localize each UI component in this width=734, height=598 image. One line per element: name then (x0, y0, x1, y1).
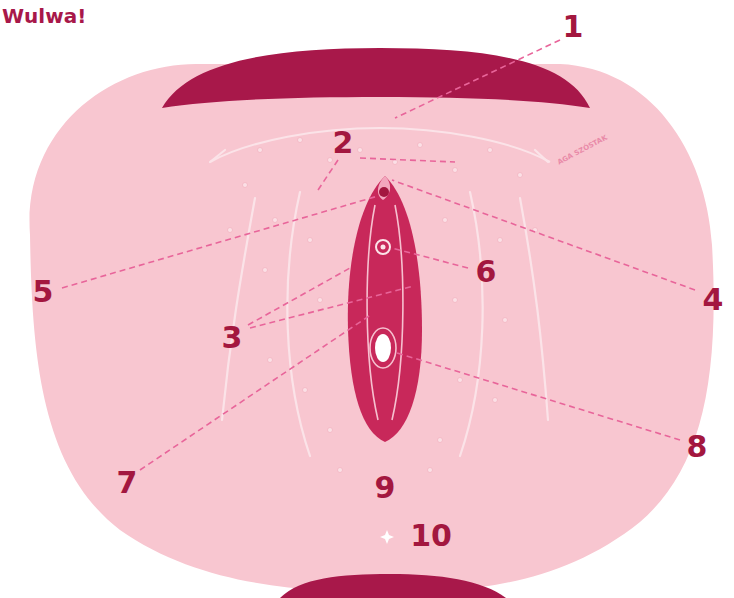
leader-line (250, 286, 414, 328)
urethral-opening (376, 240, 390, 254)
dot (303, 388, 308, 393)
dot (328, 158, 333, 163)
callout-number: 7 (117, 468, 138, 498)
callout-number: 5 (33, 277, 54, 307)
dot (493, 398, 498, 403)
dot (228, 228, 233, 233)
hair-dots (228, 138, 538, 473)
bottom-band (280, 574, 506, 598)
callout-number: 10 (410, 521, 452, 551)
dot (273, 218, 278, 223)
callout-number: 8 (687, 432, 708, 462)
vaginal-ring (370, 328, 396, 368)
dot (518, 173, 523, 178)
clitoral-hood (378, 176, 390, 200)
urethral-dot (381, 245, 386, 250)
callout-number: 4 (703, 285, 724, 315)
dot (453, 168, 458, 173)
dot (438, 438, 443, 443)
dot (298, 138, 303, 143)
dot (318, 298, 323, 303)
leader-line (318, 160, 338, 190)
mons-line (210, 128, 550, 162)
labia-minora (348, 176, 422, 442)
leader-line (360, 158, 455, 162)
leader-line (392, 180, 695, 290)
dot (268, 358, 273, 363)
leader-line (62, 196, 378, 288)
anus (380, 530, 394, 544)
fold-line (222, 198, 255, 420)
leader-lines (62, 40, 695, 470)
clitoris (379, 187, 389, 197)
watermark: AGA SZÓSTAK (557, 134, 609, 166)
fold-line (287, 192, 310, 456)
fold-line (460, 192, 483, 456)
dot (488, 148, 493, 153)
dot (458, 378, 463, 383)
leader-line (392, 248, 468, 268)
callout-number: 9 (375, 473, 396, 503)
dot (498, 238, 503, 243)
callout-number: 2 (333, 128, 354, 158)
callout-number: 1 (563, 12, 584, 42)
top-band (162, 48, 590, 108)
dot (418, 143, 423, 148)
leader-line (394, 352, 680, 440)
vaginal-opening (375, 334, 391, 362)
fold-lines (210, 150, 548, 456)
dot (243, 183, 248, 188)
dot (258, 148, 263, 153)
dot (328, 428, 333, 433)
dot (503, 318, 508, 323)
dot (453, 298, 458, 303)
labia-inner-line (367, 205, 403, 420)
fold-line (210, 150, 225, 162)
diagram-title: Wulwa! (2, 4, 86, 28)
dot (338, 468, 343, 473)
skin-area (30, 64, 714, 592)
dot (308, 238, 313, 243)
dot (358, 148, 363, 153)
fold-line (535, 150, 548, 162)
leader-line (248, 268, 350, 325)
dot (263, 268, 268, 273)
leader-line (395, 40, 560, 118)
dot (443, 218, 448, 223)
dot (428, 468, 433, 473)
callout-number: 3 (222, 323, 243, 353)
leader-line (140, 314, 372, 470)
callout-number: 6 (476, 257, 497, 287)
